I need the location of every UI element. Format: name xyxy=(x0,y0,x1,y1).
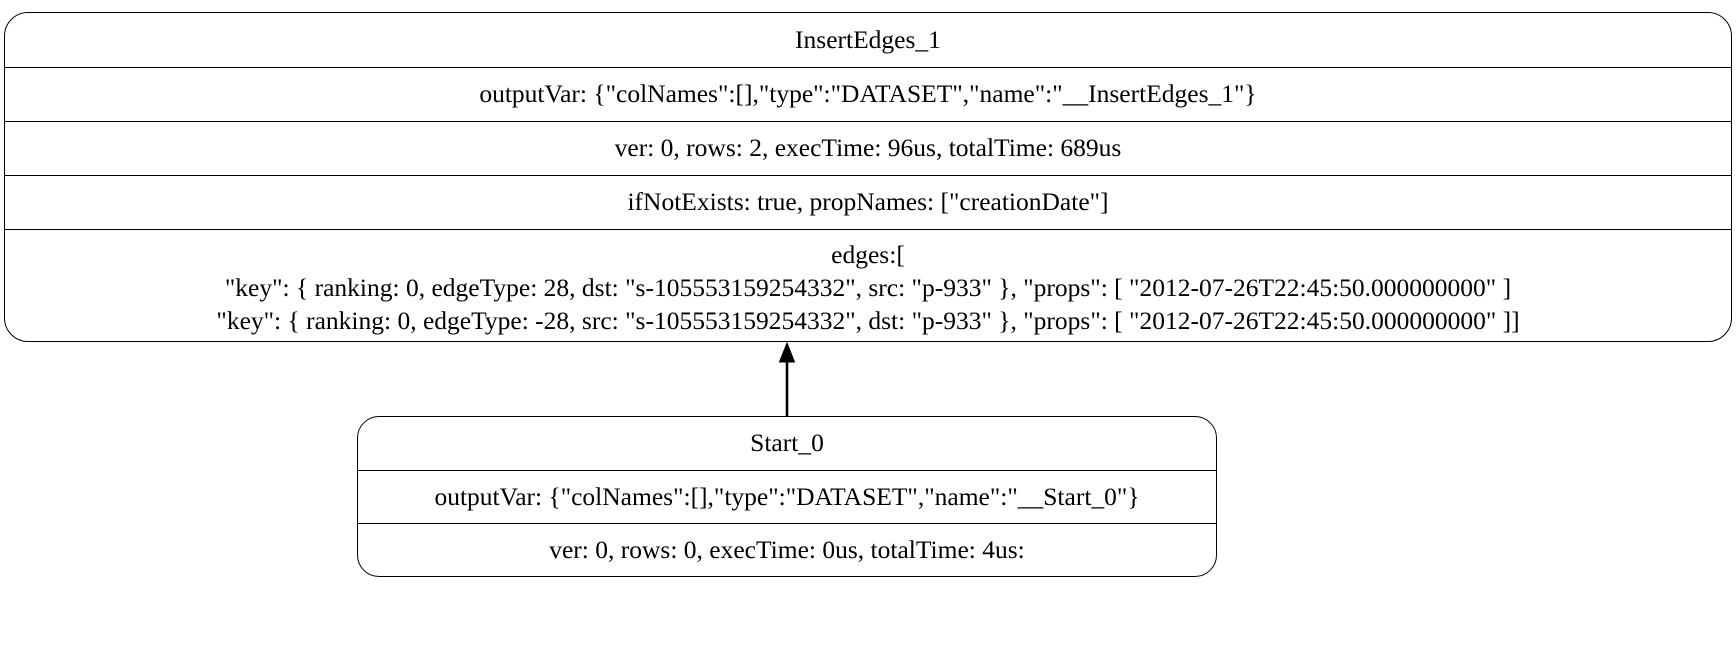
node-insert-edges-1[interactable]: InsertEdges_1 outputVar: {"colNames":[],… xyxy=(4,12,1732,342)
stats-text: ver: 0, rows: 2, execTime: 96us, totalTi… xyxy=(614,133,1122,163)
options-text: ifNotExists: true, propNames: ["creation… xyxy=(627,187,1109,217)
node-insert-edges-1-title: InsertEdges_1 xyxy=(5,13,1731,67)
node-start-0-stats-row: ver: 0, rows: 0, execTime: 0us, totalTim… xyxy=(358,523,1216,576)
stats-text: ver: 0, rows: 0, execTime: 0us, totalTim… xyxy=(549,534,1025,564)
output-var-text: outputVar: {"colNames":[],"type":"DATASE… xyxy=(434,481,1140,511)
node-start-0-output-var-row: outputVar: {"colNames":[],"type":"DATASE… xyxy=(358,470,1216,523)
node-insert-edges-1-edges-row: edges:[ "key": { ranking: 0, edgeType: 2… xyxy=(5,229,1731,341)
node-insert-edges-1-output-var-row: outputVar: {"colNames":[],"type":"DATASE… xyxy=(5,67,1731,121)
edge-arrowhead xyxy=(778,341,796,363)
edges-row-1-text: "key": { ranking: 0, edgeType: -28, src:… xyxy=(216,306,1520,336)
node-insert-edges-1-options-row: ifNotExists: true, propNames: ["creation… xyxy=(5,175,1731,229)
edges-row-0-text: "key": { ranking: 0, edgeType: 28, dst: … xyxy=(224,272,1512,302)
edges-label-text: edges:[ xyxy=(831,239,905,269)
node-start-0[interactable]: Start_0 outputVar: {"colNames":[],"type"… xyxy=(357,416,1217,577)
node-start-0-title: Start_0 xyxy=(358,417,1216,470)
output-var-text: outputVar: {"colNames":[],"type":"DATASE… xyxy=(479,79,1257,109)
node-insert-edges-1-stats-row: ver: 0, rows: 2, execTime: 96us, totalTi… xyxy=(5,121,1731,175)
node-title-text: Start_0 xyxy=(750,428,824,458)
node-title-text: InsertEdges_1 xyxy=(795,24,941,54)
